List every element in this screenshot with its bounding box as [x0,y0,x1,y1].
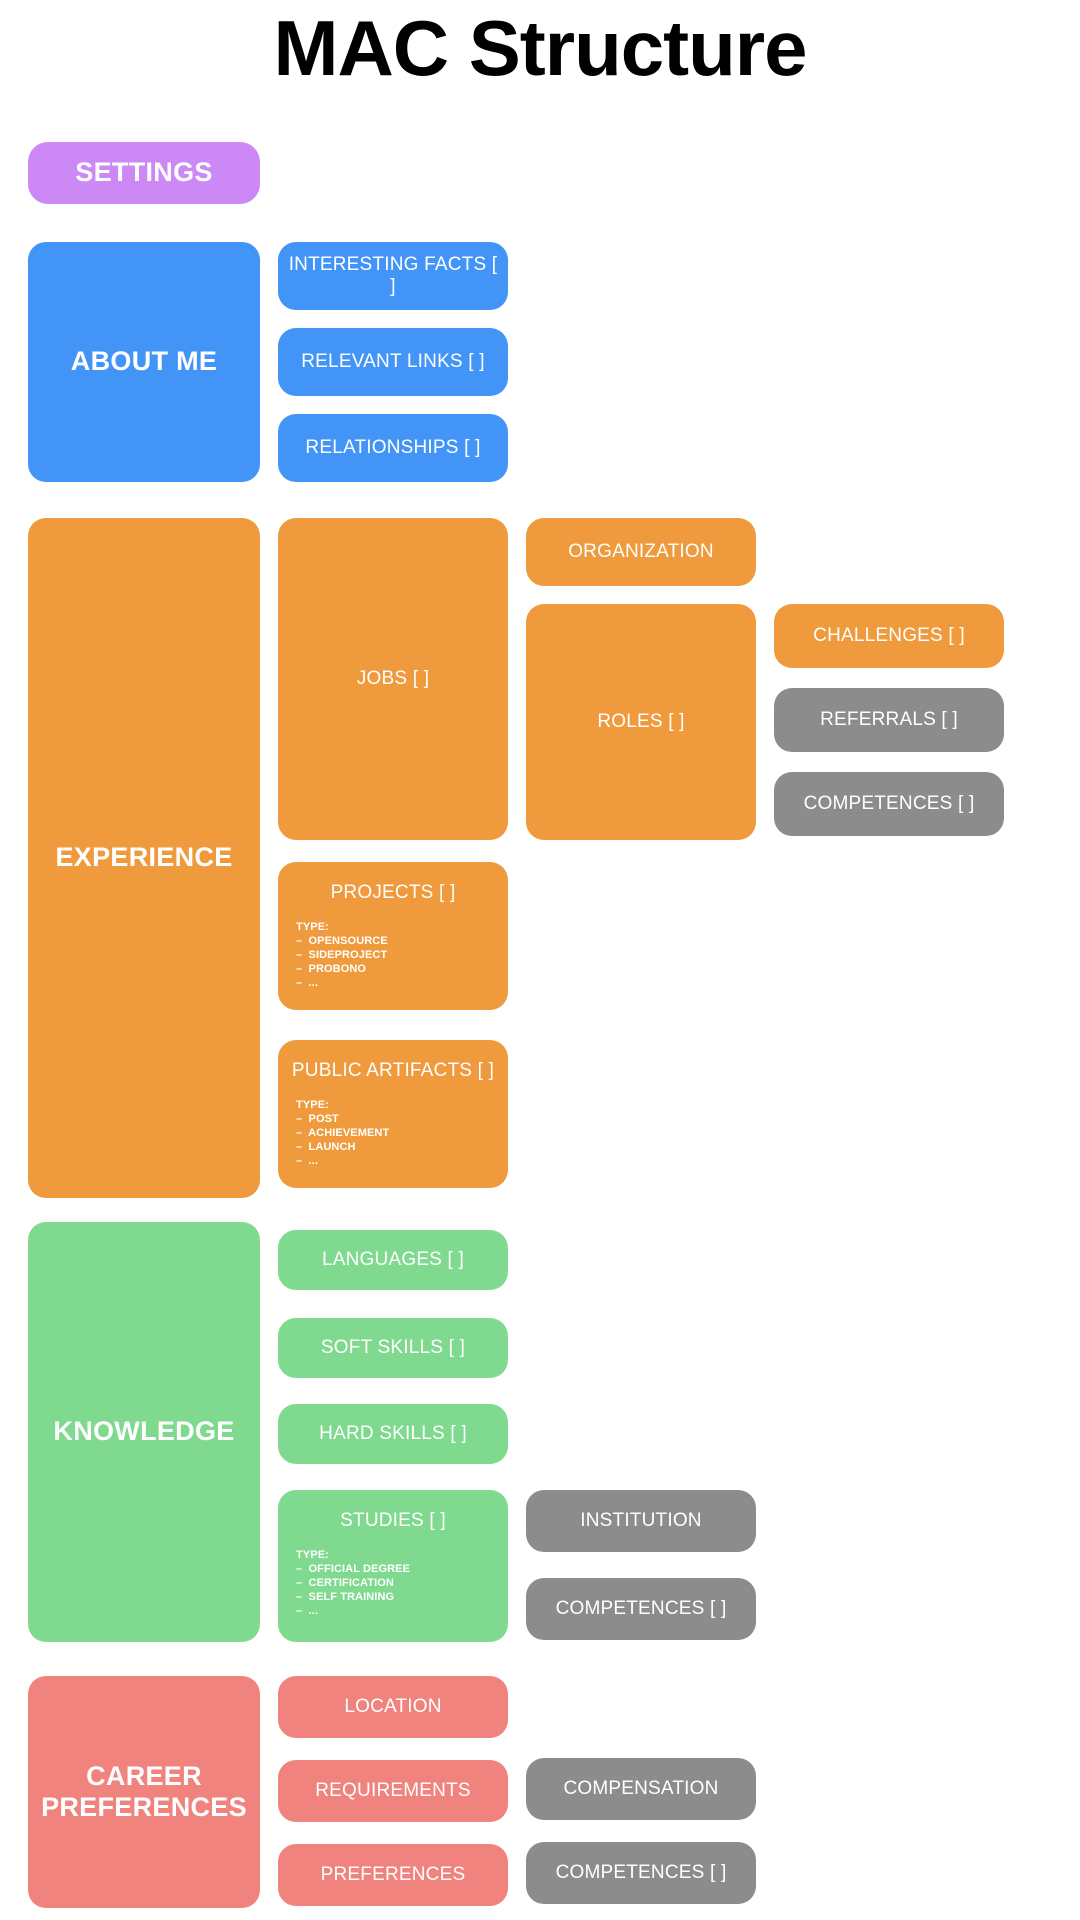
node-career-competences[interactable]: COMPETENCES [ ] [526,1842,756,1904]
node-compensation[interactable]: COMPENSATION [526,1758,756,1820]
node-label: ROLES [ ] [597,711,685,733]
type-heading: TYPE: [296,920,329,933]
type-heading: TYPE: [296,1098,329,1111]
node-label: CAREER PREFERENCES [41,1760,247,1822]
node-label: RELEVANT LINKS [ ] [301,351,485,373]
node-jobs[interactable]: JOBS [ ] [278,518,508,840]
node-label: INTERESTING FACTS [ ] [288,254,498,297]
node-label: KNOWLEDGE [53,1416,235,1447]
type-item: – ... [296,977,318,990]
node-hard-skills[interactable]: HARD SKILLS [ ] [278,1404,508,1464]
node-label: EXPERIENCE [55,842,233,873]
node-label: COMPETENCES [ ] [555,1862,727,1884]
node-label: ORGANIZATION [568,541,714,563]
type-item: – ACHIEVEMENT [296,1127,390,1139]
node-relationships[interactable]: RELATIONSHIPS [ ] [278,414,508,482]
node-experience[interactable]: EXPERIENCE [28,518,260,1198]
node-label: HARD SKILLS [ ] [319,1423,467,1445]
type-item: – LAUNCH [296,1141,356,1154]
type-item: – SIDEPROJECT [296,949,388,961]
node-settings[interactable]: SETTINGS [28,142,260,204]
type-list: TYPE:– OPENSOURCE – SIDEPROJECT – PROBONO–… [278,920,388,990]
node-label: SETTINGS [75,157,213,188]
type-heading: TYPE: [296,1548,329,1561]
node-public-artifacts[interactable]: PUBLIC ARTIFACTS [ ] TYPE:– POST – ACHIEV… [278,1040,508,1188]
node-label: PUBLIC ARTIFACTS [ ] [291,1060,495,1081]
type-item: – PROBONO [296,963,367,976]
node-requirements[interactable]: REQUIREMENTS [278,1760,508,1822]
node-label: SOFT SKILLS [ ] [320,1337,466,1359]
node-organization[interactable]: ORGANIZATION [526,518,756,586]
node-label: COMPETENCES [ ] [555,1598,727,1620]
node-label: PREFERENCES [320,1864,466,1886]
node-challenges[interactable]: CHALLENGES [ ] [774,604,1004,668]
node-label: INSTITUTION [580,1510,702,1532]
node-studies[interactable]: STUDIES [ ] TYPE:– OFFICIAL DEGREE – CERT… [278,1490,508,1642]
node-label: PROJECTS [ ] [330,882,456,903]
node-location[interactable]: LOCATION [278,1676,508,1738]
node-label: COMPENSATION [563,1778,719,1800]
node-about-me[interactable]: ABOUT ME [28,242,260,482]
node-languages[interactable]: LANGUAGES [ ] [278,1230,508,1290]
type-item: – SELF TRAINING [296,1591,395,1604]
node-experience-competences[interactable]: COMPETENCES [ ] [774,772,1004,836]
node-referrals[interactable]: REFERRALS [ ] [774,688,1004,752]
node-label: LOCATION [344,1696,442,1718]
node-label: LANGUAGES [ ] [322,1249,464,1271]
type-item: – ... [296,1155,318,1168]
node-knowledge-competences[interactable]: COMPETENCES [ ] [526,1578,756,1640]
type-item: – OPENSOURCE [296,934,388,947]
node-relevant-links[interactable]: RELEVANT LINKS [ ] [278,328,508,396]
type-list: TYPE:– POST – ACHIEVEMENT – LAUNCH– ... [278,1098,389,1168]
page-title: MAC Structure [273,4,807,92]
node-knowledge[interactable]: KNOWLEDGE [28,1222,260,1642]
node-label: JOBS [ ] [356,668,430,690]
node-preferences[interactable]: PREFERENCES [278,1844,508,1906]
node-soft-skills[interactable]: SOFT SKILLS [ ] [278,1318,508,1378]
node-label: RELATIONSHIPS [ ] [305,437,481,459]
node-label: STUDIES [ ] [340,1510,446,1531]
node-career-preferences[interactable]: CAREER PREFERENCES [28,1676,260,1908]
type-list: TYPE:– OFFICIAL DEGREE – CERTIFICATION – S… [278,1548,410,1618]
type-item: – OFFICIAL DEGREE [296,1562,411,1575]
type-item: – CERTIFICATION [296,1577,394,1589]
type-item: – ... [296,1605,318,1618]
type-item: – POST [296,1112,339,1125]
node-roles[interactable]: ROLES [ ] [526,604,756,840]
node-projects[interactable]: PROJECTS [ ] TYPE:– OPENSOURCE – SIDEPROJ… [278,862,508,1010]
node-interesting-facts[interactable]: INTERESTING FACTS [ ] [278,242,508,310]
node-label: COMPETENCES [ ] [803,793,975,815]
node-label: REQUIREMENTS [315,1780,471,1802]
node-label: CHALLENGES [ ] [813,625,965,647]
node-label: REFERRALS [ ] [820,709,958,731]
node-institution[interactable]: INSTITUTION [526,1490,756,1552]
node-label: ABOUT ME [70,346,218,377]
